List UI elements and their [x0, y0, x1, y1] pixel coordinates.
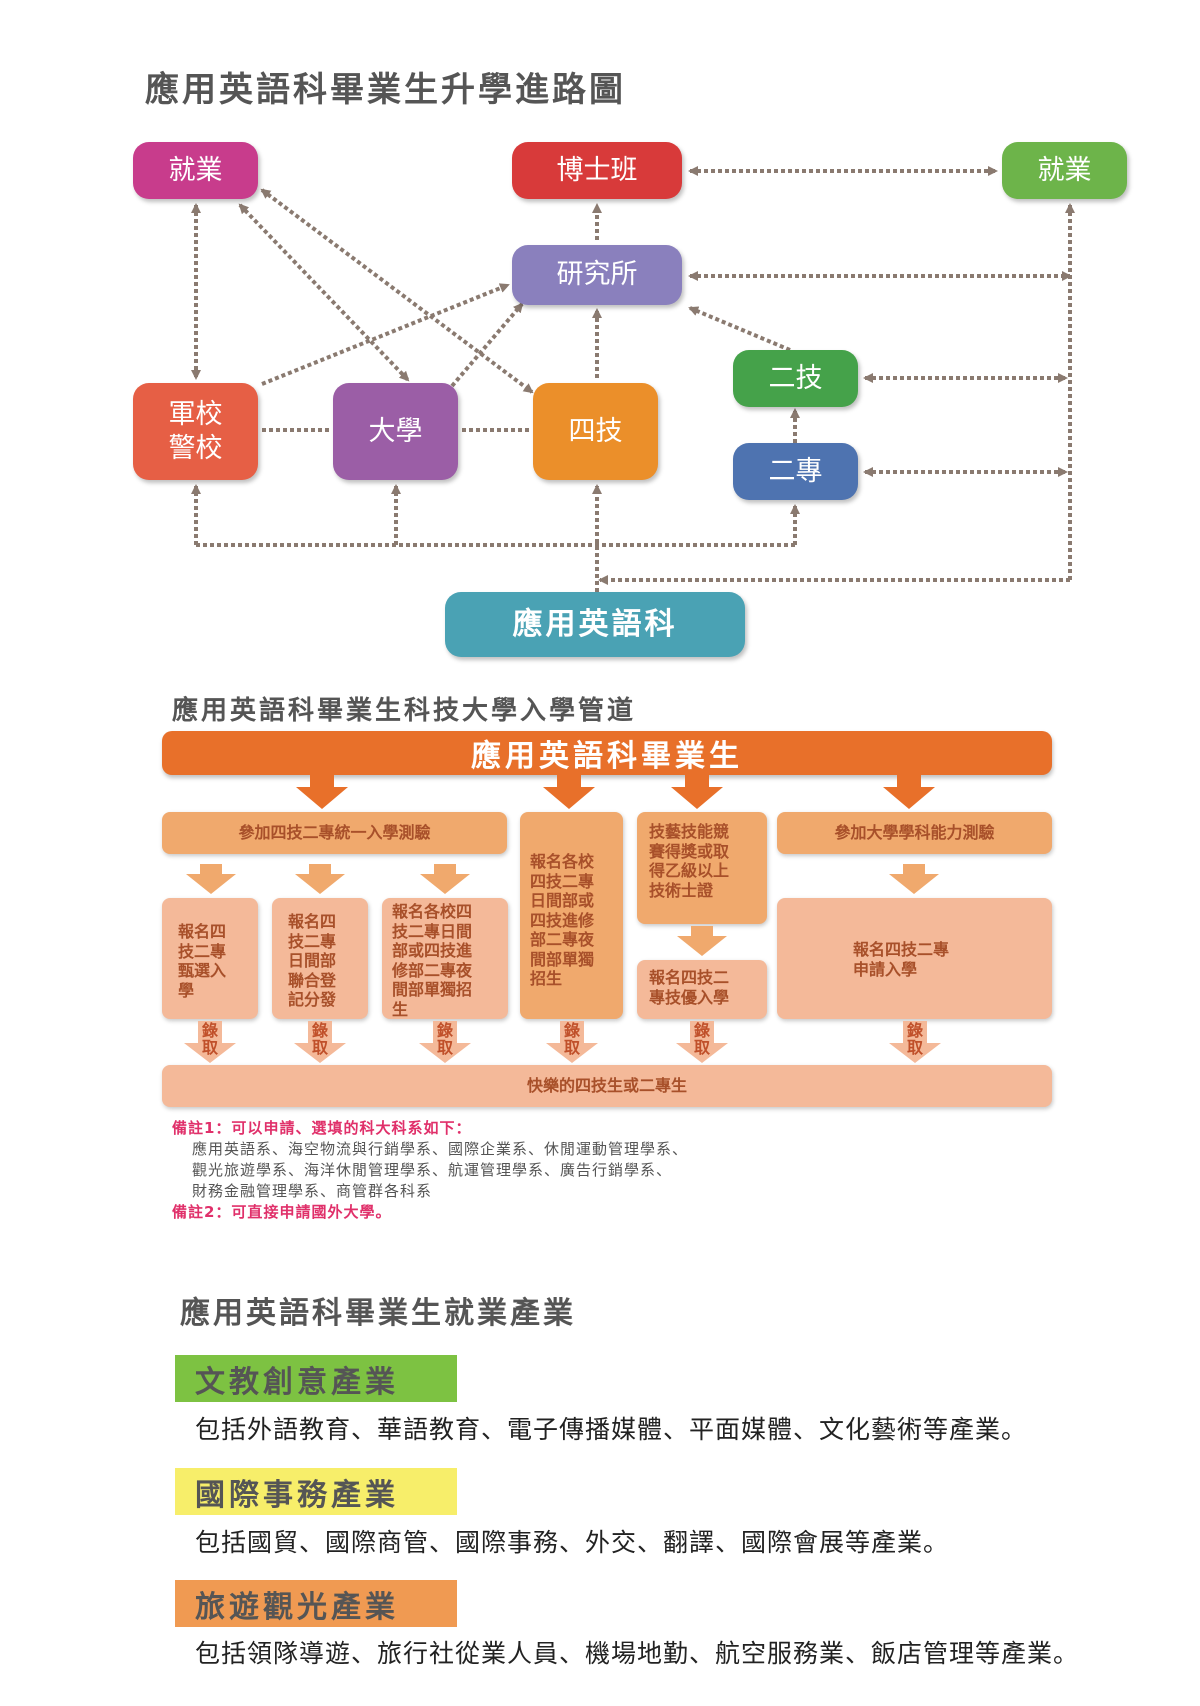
connector-job-fourtech [260, 188, 534, 394]
node-source-dept: 應用英語科 [445, 592, 745, 657]
exam-arrows [186, 864, 939, 956]
industry-title: 應用英語科畢業生就業產業 [180, 1296, 576, 1331]
industry-desc-international: 包括國貿、國際商管、國際事務、外交、翻譯、國際會展等產業。 [195, 1528, 950, 1557]
note-1-line-2: 觀光旅遊學系、海洋休閒管理學系、航運管理學系、廣告行銷學系、 [192, 1161, 673, 1179]
box-col3-independent: 報名各校四 技二專日間 部或四技進 修部二專夜 間部單獨招 生 [382, 898, 508, 1019]
note-1-line-3: 財務金融管理學系、商管群各科系 [192, 1182, 433, 1200]
graduate-banner: 應用英語科畢業生 [162, 731, 1052, 775]
admit-label-6: 錄 取 [906, 1021, 923, 1057]
box-col6-apply: 報名四技二專 申請入學 [777, 898, 1052, 1019]
node-university: 大學 [333, 383, 458, 480]
box-col5-excellence: 報名四技二 專技優入學 [637, 960, 767, 1019]
connector-university-grad [450, 302, 524, 388]
admit-label-5: 錄 取 [693, 1021, 710, 1057]
node-four-tech: 四技 [533, 383, 658, 480]
node-graduate: 研究所 [512, 245, 682, 305]
box-unified-exam: 參加四技二專統一入學測驗 [162, 812, 507, 854]
box-col1-selection: 報名四 技二專 甄選入 學 [162, 898, 258, 1019]
industry-tag-tourism: 旅遊觀光產業 [175, 1580, 457, 1627]
box-col2-joint: 報名四 技二專 日間部 聯合登 記分發 [272, 898, 368, 1019]
entrance-chart-title: 應用英語科畢業生科技大學入學管道 [172, 696, 637, 726]
notes: 備註1：可以申請、選填的科大科系如下： 應用英語系、海空物流與行銷學系、國際企業… [172, 1118, 688, 1223]
node-two-college: 二專 [733, 443, 858, 500]
path-chart-title: 應用英語科畢業生升學進路圖 [145, 70, 626, 110]
banner-arrows [296, 775, 935, 809]
box-col5-skills: 技藝技能競 賽得獎或取 得乙級以上 技術士證 [637, 812, 767, 924]
result-bar: 快樂的四技生或二專生 [162, 1065, 1052, 1107]
admit-label-3: 錄 取 [436, 1021, 453, 1057]
admit-label-1: 錄 取 [201, 1021, 218, 1057]
admit-arrows [184, 1021, 941, 1063]
node-job-left: 就業 [133, 142, 258, 199]
note-1: 備註1：可以申請、選填的科大科系如下： [172, 1119, 472, 1137]
node-job-right: 就業 [1002, 142, 1127, 199]
box-university-exam: 參加大學學科能力測驗 [777, 812, 1052, 854]
note-1-line-1: 應用英語系、海空物流與行銷學系、國際企業系、休閒運動管理學系、 [192, 1140, 689, 1158]
note-2: 備註2：可直接申請國外大學。 [172, 1203, 392, 1221]
industry-tag-culture: 文教創意產業 [175, 1355, 457, 1402]
path-connectors [191, 166, 1075, 592]
admit-label-2: 錄 取 [311, 1021, 328, 1057]
industry-desc-tourism: 包括領隊導遊、旅行社從業人員、機場地勤、航空服務業、飯店管理等產業。 [195, 1639, 1080, 1668]
connector-twotech-grad [688, 306, 791, 352]
node-military-police: 軍校 警校 [133, 383, 258, 480]
industry-desc-culture: 包括外語教育、華語教育、電子傳播媒體、平面媒體、文化藝術等產業。 [195, 1415, 1028, 1444]
industry-tag-international: 國際事務產業 [175, 1468, 457, 1515]
admit-label-4: 錄 取 [563, 1021, 580, 1057]
node-two-tech: 二技 [733, 350, 858, 407]
connector-job-university [238, 203, 410, 382]
connector-military-grad [261, 283, 510, 386]
node-phd: 博士班 [512, 142, 682, 199]
box-col4-independent: 報名各校 四技二專 日間部或 四技進修 部二專夜 間部單獨 招生 [520, 812, 623, 1019]
